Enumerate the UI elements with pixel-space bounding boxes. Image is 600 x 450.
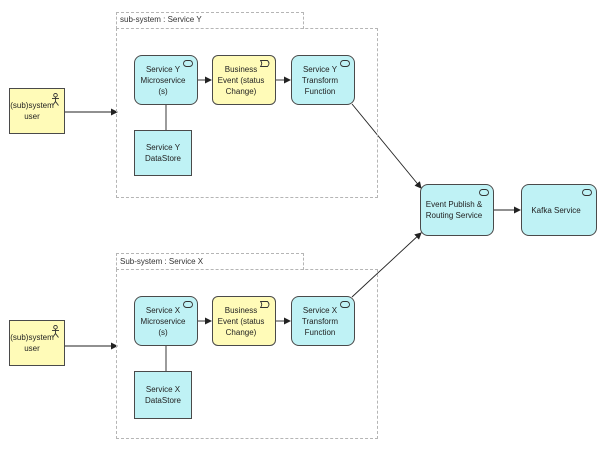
service-y-datastore-label: Service Y DataStore [144,143,182,163]
service-y-transform[interactable]: Service Y Transform Function [291,55,355,105]
subsystem-x-label: Sub-system : Service X [120,257,204,266]
actor-x-user[interactable]: (sub)system user [9,320,65,366]
service-y-transform-label: Service Y Transform Function [301,64,339,96]
service-x-transform[interactable]: Service X Transform Function [291,296,355,346]
business-event-y[interactable]: Business Event (status Change) [212,55,276,105]
service-x-transform-label: Service X Transform Function [301,305,339,337]
service-y-datastore[interactable]: Service Y DataStore [134,130,192,176]
flow-transform-y-to-routing [351,103,422,189]
service-x-microservice-label: Service X Microservice (s) [140,305,186,337]
event-publish-routing-service[interactable]: Event Publish & Routing Service [420,184,494,236]
event-publish-routing-label: Event Publish & Routing Service [425,200,483,220]
service-icon [183,60,193,67]
actor-icon [52,325,59,338]
kafka-service[interactable]: Kafka Service [521,184,597,236]
subsystem-y-tab [116,12,304,29]
service-y-microservice[interactable]: Service Y Microservice (s) [134,55,198,105]
service-icon [340,301,350,308]
subsystem-x-boundary [116,269,378,439]
subsystem-x-tab [116,253,304,270]
business-event-x[interactable]: Business Event (status Change) [212,296,276,346]
service-icon [340,60,350,67]
actor-y-user[interactable]: (sub)system user [9,88,65,134]
event-icon [260,60,270,67]
service-x-datastore-label: Service X DataStore [144,385,182,405]
subsystem-y-boundary [116,28,378,198]
actor-y-label: (sub)system user [10,101,54,121]
actor-x-label: (sub)system user [10,333,54,353]
kafka-service-label: Kafka Service [531,205,581,215]
service-y-microservice-label: Service Y Microservice (s) [140,64,186,96]
service-icon [183,301,193,308]
service-x-datastore[interactable]: Service X DataStore [134,371,192,419]
business-event-y-label: Business Event (status Change) [217,64,265,96]
service-x-microservice[interactable]: Service X Microservice (s) [134,296,198,346]
business-event-x-label: Business Event (status Change) [217,305,265,337]
event-icon [260,301,270,308]
service-icon [479,189,489,196]
service-icon [582,189,592,196]
subsystem-y-label: sub-system : Service Y [120,15,202,24]
actor-icon [52,93,59,106]
flow-transform-x-to-routing [351,232,422,298]
